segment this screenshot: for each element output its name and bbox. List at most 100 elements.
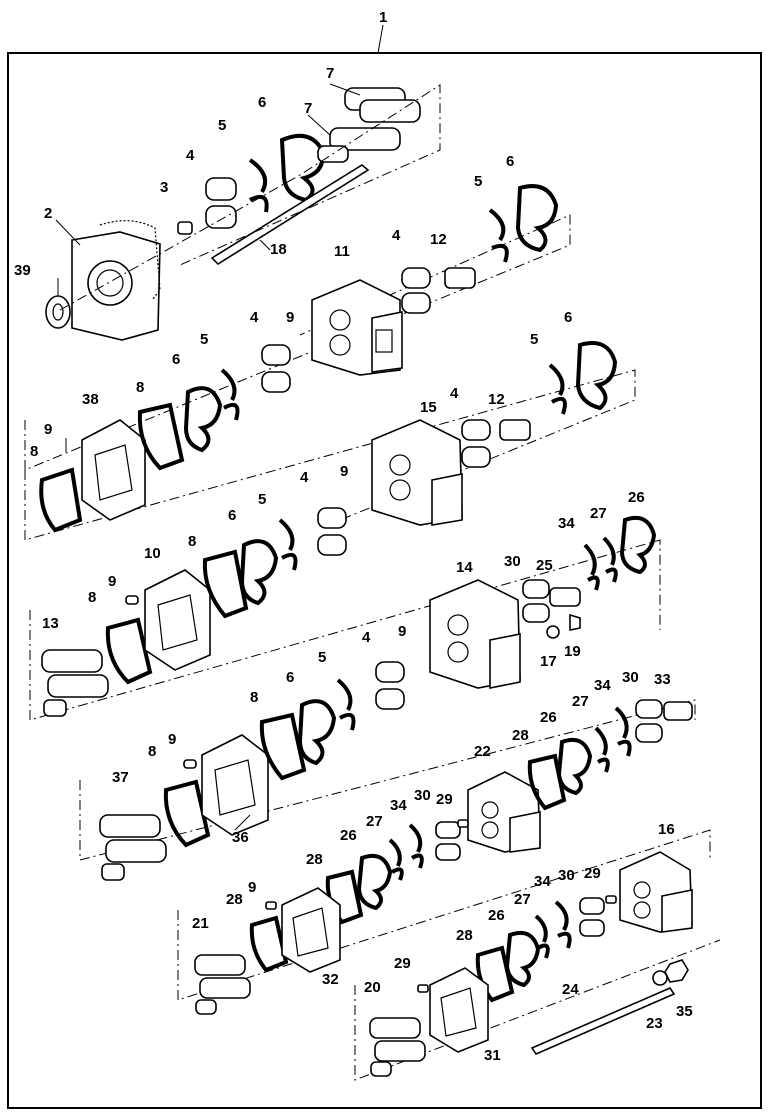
callout-34: 34: [558, 515, 575, 532]
callout-4: 4: [186, 147, 195, 164]
pump-body-16: [619, 851, 693, 933]
clip-27-sec4: [602, 536, 618, 583]
shaft-18: [210, 164, 370, 266]
callout-26: 26: [340, 827, 357, 844]
clip-5-sec5: [336, 678, 356, 731]
seal-8-b: [137, 402, 185, 471]
tie-rod-24: [530, 986, 676, 1056]
callout-14: 14: [456, 559, 473, 576]
callout-28: 28: [306, 851, 323, 868]
seal-plate-26-sec6: [504, 930, 541, 988]
callout-26: 26: [540, 709, 557, 726]
callout-4: 4: [250, 309, 259, 326]
callout-36: 36: [232, 829, 249, 846]
washer-23: [652, 970, 668, 986]
callout-6: 6: [506, 153, 514, 170]
bushings-30-sec5: [635, 699, 663, 743]
callout-13: 13: [42, 615, 59, 632]
callout-30: 30: [504, 553, 521, 570]
clip-27-sec5: [594, 726, 610, 773]
callout-10: 10: [144, 545, 161, 562]
callout-11: 11: [334, 243, 350, 260]
callout-5: 5: [474, 173, 482, 190]
callout-28: 28: [512, 727, 529, 744]
callout-9: 9: [248, 879, 256, 896]
clip-34-sec5b: [408, 823, 424, 869]
callout-6: 6: [228, 507, 236, 524]
callout-37: 37: [112, 769, 129, 786]
callout-31: 31: [484, 1047, 501, 1064]
pin-9-f: [183, 759, 197, 769]
bushings-4-top: [205, 177, 237, 229]
callout-33: 33: [654, 671, 671, 688]
callout-9: 9: [168, 731, 176, 748]
spline-12-b: [499, 419, 531, 441]
spline-33: [663, 701, 693, 721]
callout-23: 23: [646, 1015, 663, 1032]
clip-5-sec4: [278, 518, 298, 571]
spline-12-a: [444, 267, 476, 289]
seal-plate-6-sec3b: [575, 341, 618, 411]
spline-25: [549, 587, 581, 607]
seal-39: [45, 295, 71, 329]
seal-plate-26-sec5: [556, 737, 593, 796]
clip-5-sec3: [220, 368, 240, 421]
callout-8: 8: [250, 689, 258, 706]
callout-6: 6: [286, 669, 294, 686]
gear-shafts-7: [317, 87, 421, 163]
callout-9: 9: [108, 573, 116, 590]
bushings-4-sec5: [375, 661, 405, 710]
nut-35: [664, 959, 689, 983]
callout-9: 9: [44, 421, 52, 438]
callout-5: 5: [258, 491, 266, 508]
clip-34-sec6: [554, 900, 572, 949]
callout-18: 18: [270, 241, 287, 258]
plug-3: [177, 221, 193, 235]
callout-28: 28: [226, 891, 243, 908]
gear-set-21: [194, 954, 251, 1015]
callout-32: 32: [322, 971, 339, 988]
gear-set-37: [99, 814, 167, 881]
pump-body-11: [311, 279, 403, 376]
callout-30: 30: [414, 787, 431, 804]
callout-5: 5: [318, 649, 326, 666]
plate-31: [429, 967, 489, 1053]
plate-38: [81, 419, 146, 521]
callout-5: 5: [218, 117, 226, 134]
callout-12: 12: [430, 231, 447, 248]
callout-16: 16: [658, 821, 675, 838]
clip-5-top: [248, 158, 269, 213]
bushings-30-sec5b: [435, 821, 461, 861]
callout-7: 7: [326, 65, 334, 82]
plate-36: [201, 734, 269, 836]
clip-27-sec6: [534, 914, 550, 959]
pin-9-g: [265, 901, 277, 910]
callout-29: 29: [584, 865, 601, 882]
callout-17: 17: [540, 653, 557, 670]
flange-2: [71, 220, 161, 341]
seal-plate-26-sec5b: [356, 853, 393, 911]
callout-21: 21: [192, 915, 209, 932]
callout-3: 3: [160, 179, 168, 196]
seal-plate-6-sec4: [239, 539, 279, 606]
callout-4: 4: [450, 385, 459, 402]
diagram-frame: [7, 52, 762, 1109]
clip-27-sec5b: [388, 838, 404, 881]
callout-22: 22: [474, 743, 491, 760]
plate-10: [144, 569, 211, 671]
washer-19: [569, 613, 581, 631]
callout-6: 6: [564, 309, 572, 326]
bushings-30-sec4: [522, 579, 550, 623]
callout-8: 8: [30, 443, 38, 460]
seal-28-c: [249, 915, 289, 973]
seal-8-d: [202, 549, 249, 619]
callout-2: 2: [44, 205, 52, 222]
clip-5-sec2: [488, 208, 509, 263]
seal-8-f: [163, 779, 211, 848]
seal-plate-6-top: [279, 133, 325, 203]
clip-34-sec4: [583, 543, 600, 591]
callout-5: 5: [200, 331, 208, 348]
bushings-30-sec6: [579, 897, 605, 937]
callout-8: 8: [136, 379, 144, 396]
pin-29-c: [417, 984, 429, 993]
